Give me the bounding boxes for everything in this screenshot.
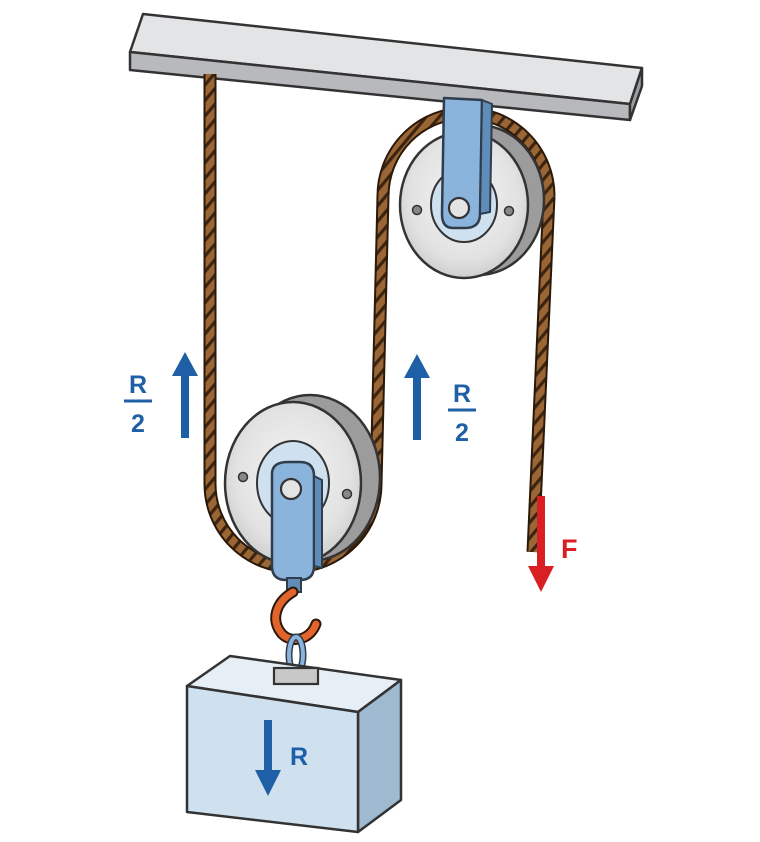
right-tension-denominator: 2 [455,419,469,447]
box-load-icon [185,654,403,834]
fixed-pulley-icon [398,96,546,280]
left-tension-label: R 2 [124,371,152,438]
right-tension-label: R 2 [448,380,476,447]
movable-pulley-bracket [270,460,323,582]
left-tension-numerator: R [129,371,147,399]
right-tension-numerator: R [453,380,471,408]
right-tension-arrow [404,354,430,440]
movable-pulley-icon [223,393,382,582]
load-weight-arrow [255,720,281,796]
applied-force-arrow [528,496,554,592]
left-tension-arrow [172,352,198,438]
support-beam [128,12,644,122]
left-tension-denominator: 2 [131,410,145,438]
fixed-pulley-bracket [440,96,493,230]
hook-icon [270,577,322,645]
applied-force-label: F [561,534,578,564]
load-weight-label: R [290,743,308,771]
